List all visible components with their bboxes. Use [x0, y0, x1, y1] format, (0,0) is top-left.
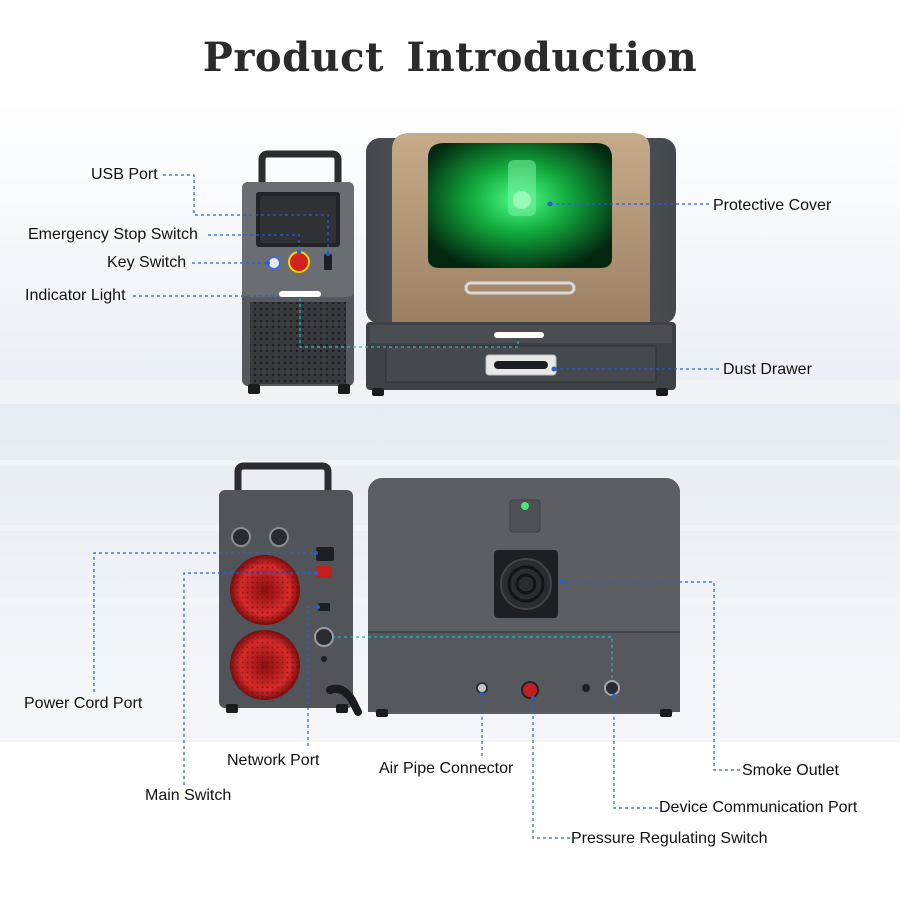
- pressure-regulating-switch-icon: [521, 681, 539, 699]
- label-indicator-light: Indicator Light: [25, 287, 126, 304]
- cyan-leader-lines: [299, 298, 613, 680]
- label-air-pipe-connector: Air Pipe Connector: [379, 760, 514, 777]
- leader-dots: [266, 201, 616, 700]
- network-port-icon: [318, 603, 330, 611]
- back-engraver: [368, 478, 680, 717]
- label-protective-cover: Protective Cover: [713, 197, 832, 214]
- indicator-light-icon: [279, 291, 321, 297]
- emergency-stop-icon: [288, 251, 310, 273]
- leader-lines: [93, 174, 740, 839]
- device-communication-port-icon: [604, 680, 620, 696]
- back-control-unit: [219, 462, 362, 716]
- page-title: Product Introduction: [202, 34, 698, 81]
- label-key-switch: Key Switch: [107, 254, 187, 271]
- main-switch-icon: [316, 566, 332, 578]
- label-power-cord-port: Power Cord Port: [24, 695, 143, 712]
- label-usb-port: USB Port: [91, 166, 158, 183]
- label-smoke-outlet: Smoke Outlet: [742, 762, 839, 779]
- label-dust-drawer: Dust Drawer: [723, 361, 812, 378]
- label-pressure-regulating-switch: Pressure Regulating Switch: [571, 830, 768, 847]
- front-engraver: [366, 133, 676, 396]
- air-pipe-connector-icon: [476, 682, 488, 694]
- label-main-switch: Main Switch: [145, 787, 232, 804]
- label-network-port: Network Port: [227, 752, 320, 769]
- power-cord-port-icon: [316, 547, 334, 561]
- front-control-unit: [242, 150, 354, 394]
- label-device-communication-port: Device Communication Port: [659, 799, 858, 816]
- usb-port-icon: [324, 254, 332, 270]
- label-emergency-stop-switch: Emergency Stop Switch: [28, 226, 198, 243]
